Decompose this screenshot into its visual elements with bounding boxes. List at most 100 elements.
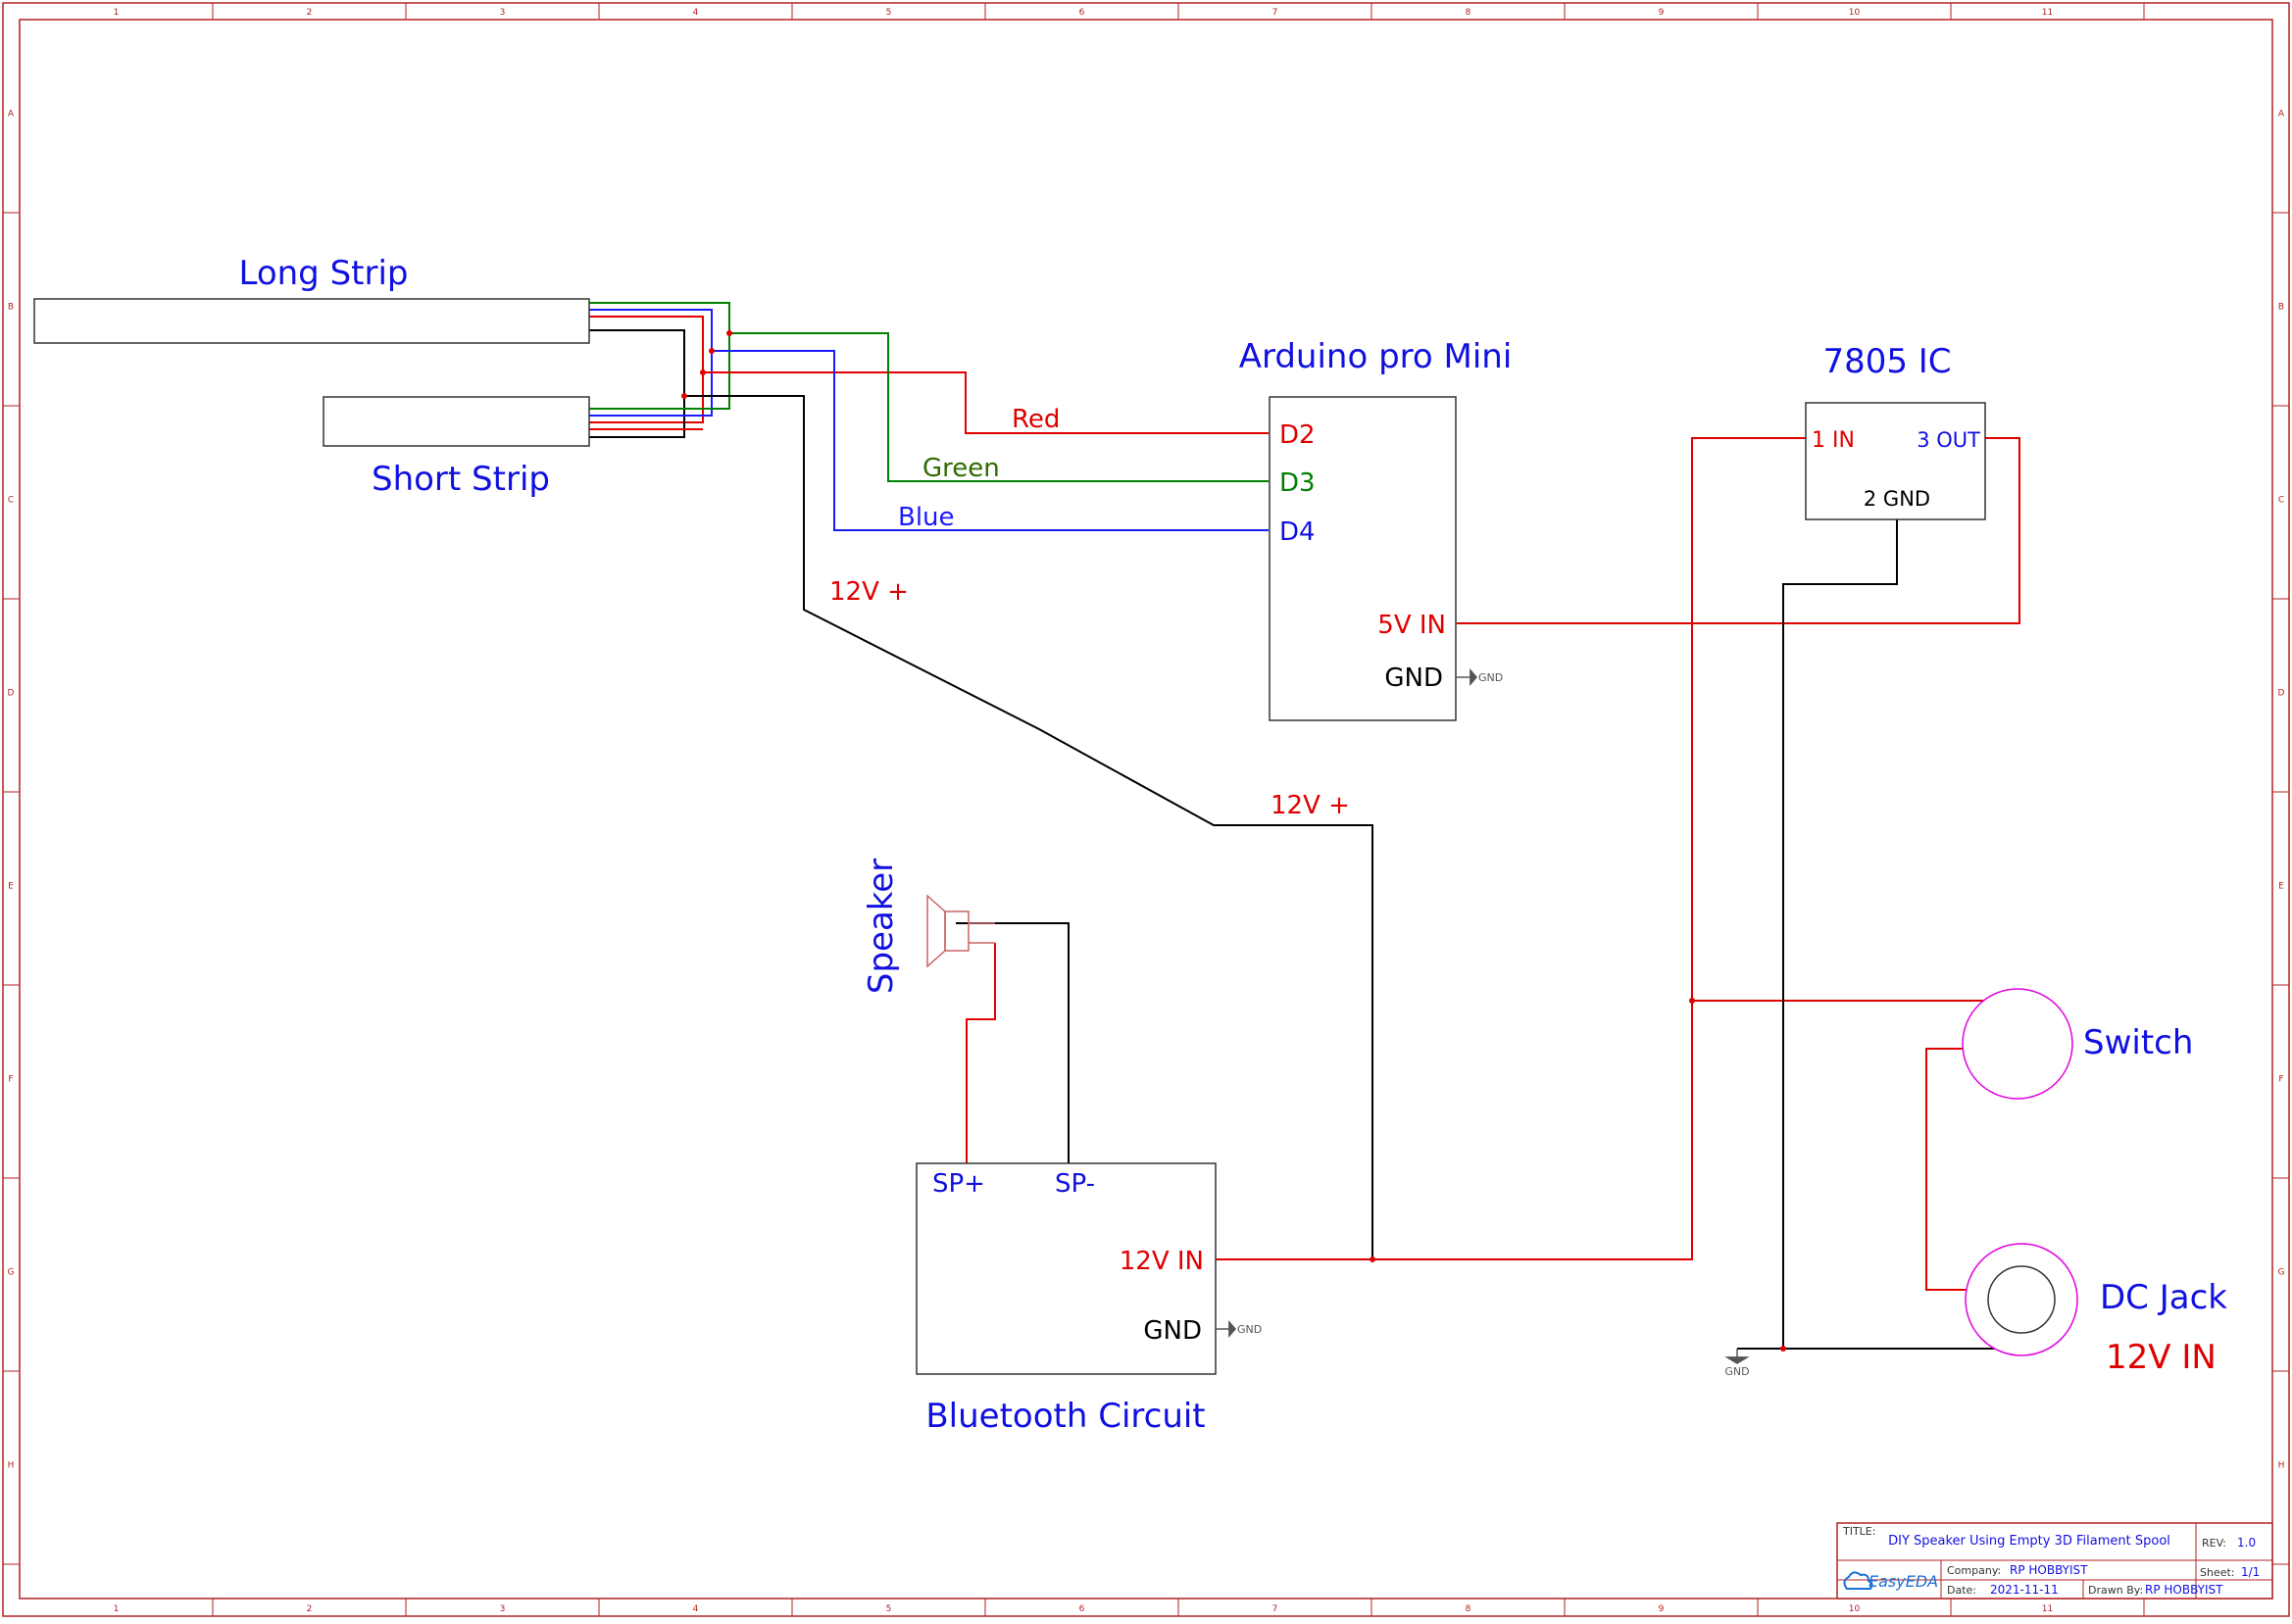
gnd-flag-jack-label: GND	[1724, 1365, 1749, 1378]
frame-grid-label: 3	[500, 8, 506, 18]
company-key: Company:	[1947, 1564, 2001, 1577]
title-key: TITLE:	[1842, 1525, 1875, 1538]
frame-grid-label: 11	[2042, 1604, 2053, 1614]
frame-grid-label: B	[8, 303, 14, 313]
arduino-body[interactable]	[1269, 396, 1457, 721]
switch-label: Switch	[2083, 1023, 2193, 1062]
frame-grid-label: 8	[1466, 1604, 1471, 1614]
rev-key: REV:	[2202, 1537, 2226, 1550]
arduino-pin-d2: D2	[1279, 420, 1316, 450]
bluetooth-pin-12v: 12V IN	[1120, 1247, 1204, 1276]
wire-5v	[1457, 437, 2020, 624]
gnd-flag-bluetooth-label: GND	[1237, 1323, 1262, 1336]
wire-switch-jack	[1925, 1048, 1968, 1291]
junction-dot	[709, 348, 715, 354]
frame-grid-label: G	[2278, 1268, 2285, 1278]
wire-12v-in	[1216, 437, 1806, 1260]
net-label-12v-b: 12V +	[1271, 791, 1350, 820]
frame-grid-label: 7	[1272, 1604, 1278, 1614]
net-label-12v-a: 12V +	[829, 577, 909, 607]
drawn-key: Drawn By:	[2088, 1584, 2143, 1597]
wire-speaker-red	[966, 943, 996, 1163]
gnd-flag-jack	[1724, 1349, 1750, 1364]
sheet-value: 1/1	[2241, 1565, 2260, 1579]
frame-grid-label: F	[8, 1075, 13, 1085]
junction-dot	[1370, 1256, 1375, 1262]
frame-grid-label: 9	[1659, 8, 1665, 18]
junction-dot	[1780, 1346, 1786, 1352]
bluetooth-pin-sp-plus: SP+	[932, 1169, 985, 1199]
gnd-flag-arduino-label: GND	[1478, 671, 1503, 684]
wire-strip-green	[589, 302, 730, 410]
frame-grid-label: 1	[114, 1604, 120, 1614]
frame-grid-label: D	[8, 689, 15, 699]
junctions	[681, 330, 1786, 1352]
junction-dot	[700, 369, 706, 375]
rev-value: 1.0	[2237, 1536, 2256, 1550]
wires	[589, 302, 2020, 1350]
bluetooth-label: Bluetooth Circuit	[925, 1397, 1205, 1436]
frame-grid-label: G	[8, 1268, 15, 1278]
sheet-key: Sheet:	[2200, 1566, 2235, 1579]
arduino-pin-d4: D4	[1279, 517, 1316, 547]
frame-grid-label: 7	[1272, 8, 1278, 18]
speaker-icon[interactable]	[926, 894, 995, 968]
easyeda-cloud-icon	[1843, 1571, 1873, 1590]
frame-grid-label: 1	[114, 8, 120, 18]
bluetooth-body[interactable]	[916, 1162, 1217, 1375]
junction-dot	[1689, 998, 1695, 1004]
frame-grid-label: 3	[500, 1604, 506, 1614]
regulator-pin-out: 3 OUT	[1917, 428, 1980, 452]
regulator-pin-in: 1 IN	[1812, 428, 1855, 453]
frame-grid-label: B	[2278, 303, 2284, 313]
frame-grid-label: D	[2278, 689, 2285, 699]
wire-strip-black	[589, 329, 685, 438]
frame-grid-label: A	[8, 110, 15, 120]
title-value: DIY Speaker Using Empty 3D Filament Spoo…	[1888, 1534, 2170, 1549]
switch-icon[interactable]	[1962, 988, 2073, 1100]
frame-grid-label: 6	[1079, 8, 1085, 18]
short-strip-body[interactable]	[323, 396, 590, 447]
bluetooth-pin-gnd: GND	[1143, 1316, 1202, 1346]
frame-grid-label: 10	[1849, 8, 1861, 18]
regulator-label: 7805 IC	[1822, 342, 1951, 381]
dc-jack-icon[interactable]	[1965, 1243, 2078, 1356]
long-strip-body[interactable]	[33, 298, 590, 344]
frame-grid-label: 4	[693, 8, 699, 18]
dc-jack-label: DC Jack	[2100, 1278, 2227, 1317]
frame-grid-label: A	[2278, 110, 2285, 120]
drawn-value: RP HOBBYIST	[2145, 1583, 2223, 1597]
regulator-body[interactable]	[1805, 402, 1986, 520]
frame-grid-label: 10	[1849, 1604, 1861, 1614]
wire-speaker-black	[956, 922, 1070, 1163]
net-label-red: Red	[1012, 405, 1060, 434]
frame-grid-label: 2	[307, 8, 313, 18]
wire-strip-blue-a	[589, 309, 713, 417]
regulator-pin-gnd: 2 GND	[1864, 487, 1930, 511]
gnd-flag-arduino	[1457, 667, 1477, 687]
wire-12v-black	[684, 395, 1373, 1259]
short-strip-label: Short Strip	[372, 460, 550, 499]
wire-red-d2	[703, 371, 1269, 434]
date-value: 2021-11-11	[1990, 1583, 2059, 1597]
wire-strip-red-a	[589, 316, 704, 423]
long-strip-label: Long Strip	[238, 254, 408, 293]
wire-green-d3	[729, 332, 1269, 482]
frame-grid-label: 5	[886, 8, 892, 18]
frame-grid-label: 6	[1079, 1604, 1085, 1614]
frame-grid-label: 11	[2042, 8, 2053, 18]
frame-grid-label: 8	[1466, 8, 1471, 18]
frame-grid-label: H	[2278, 1461, 2285, 1471]
brand-logo: EasyEDA	[1868, 1572, 1938, 1591]
frame-grid-label: H	[8, 1461, 15, 1471]
junction-dot	[681, 393, 687, 399]
frame-grid-label: 5	[886, 1604, 892, 1614]
date-key: Date:	[1947, 1584, 1976, 1597]
net-label-blue: Blue	[898, 503, 955, 532]
arduino-label: Arduino pro Mini	[1239, 337, 1513, 376]
frame-grid-label: E	[8, 882, 14, 892]
